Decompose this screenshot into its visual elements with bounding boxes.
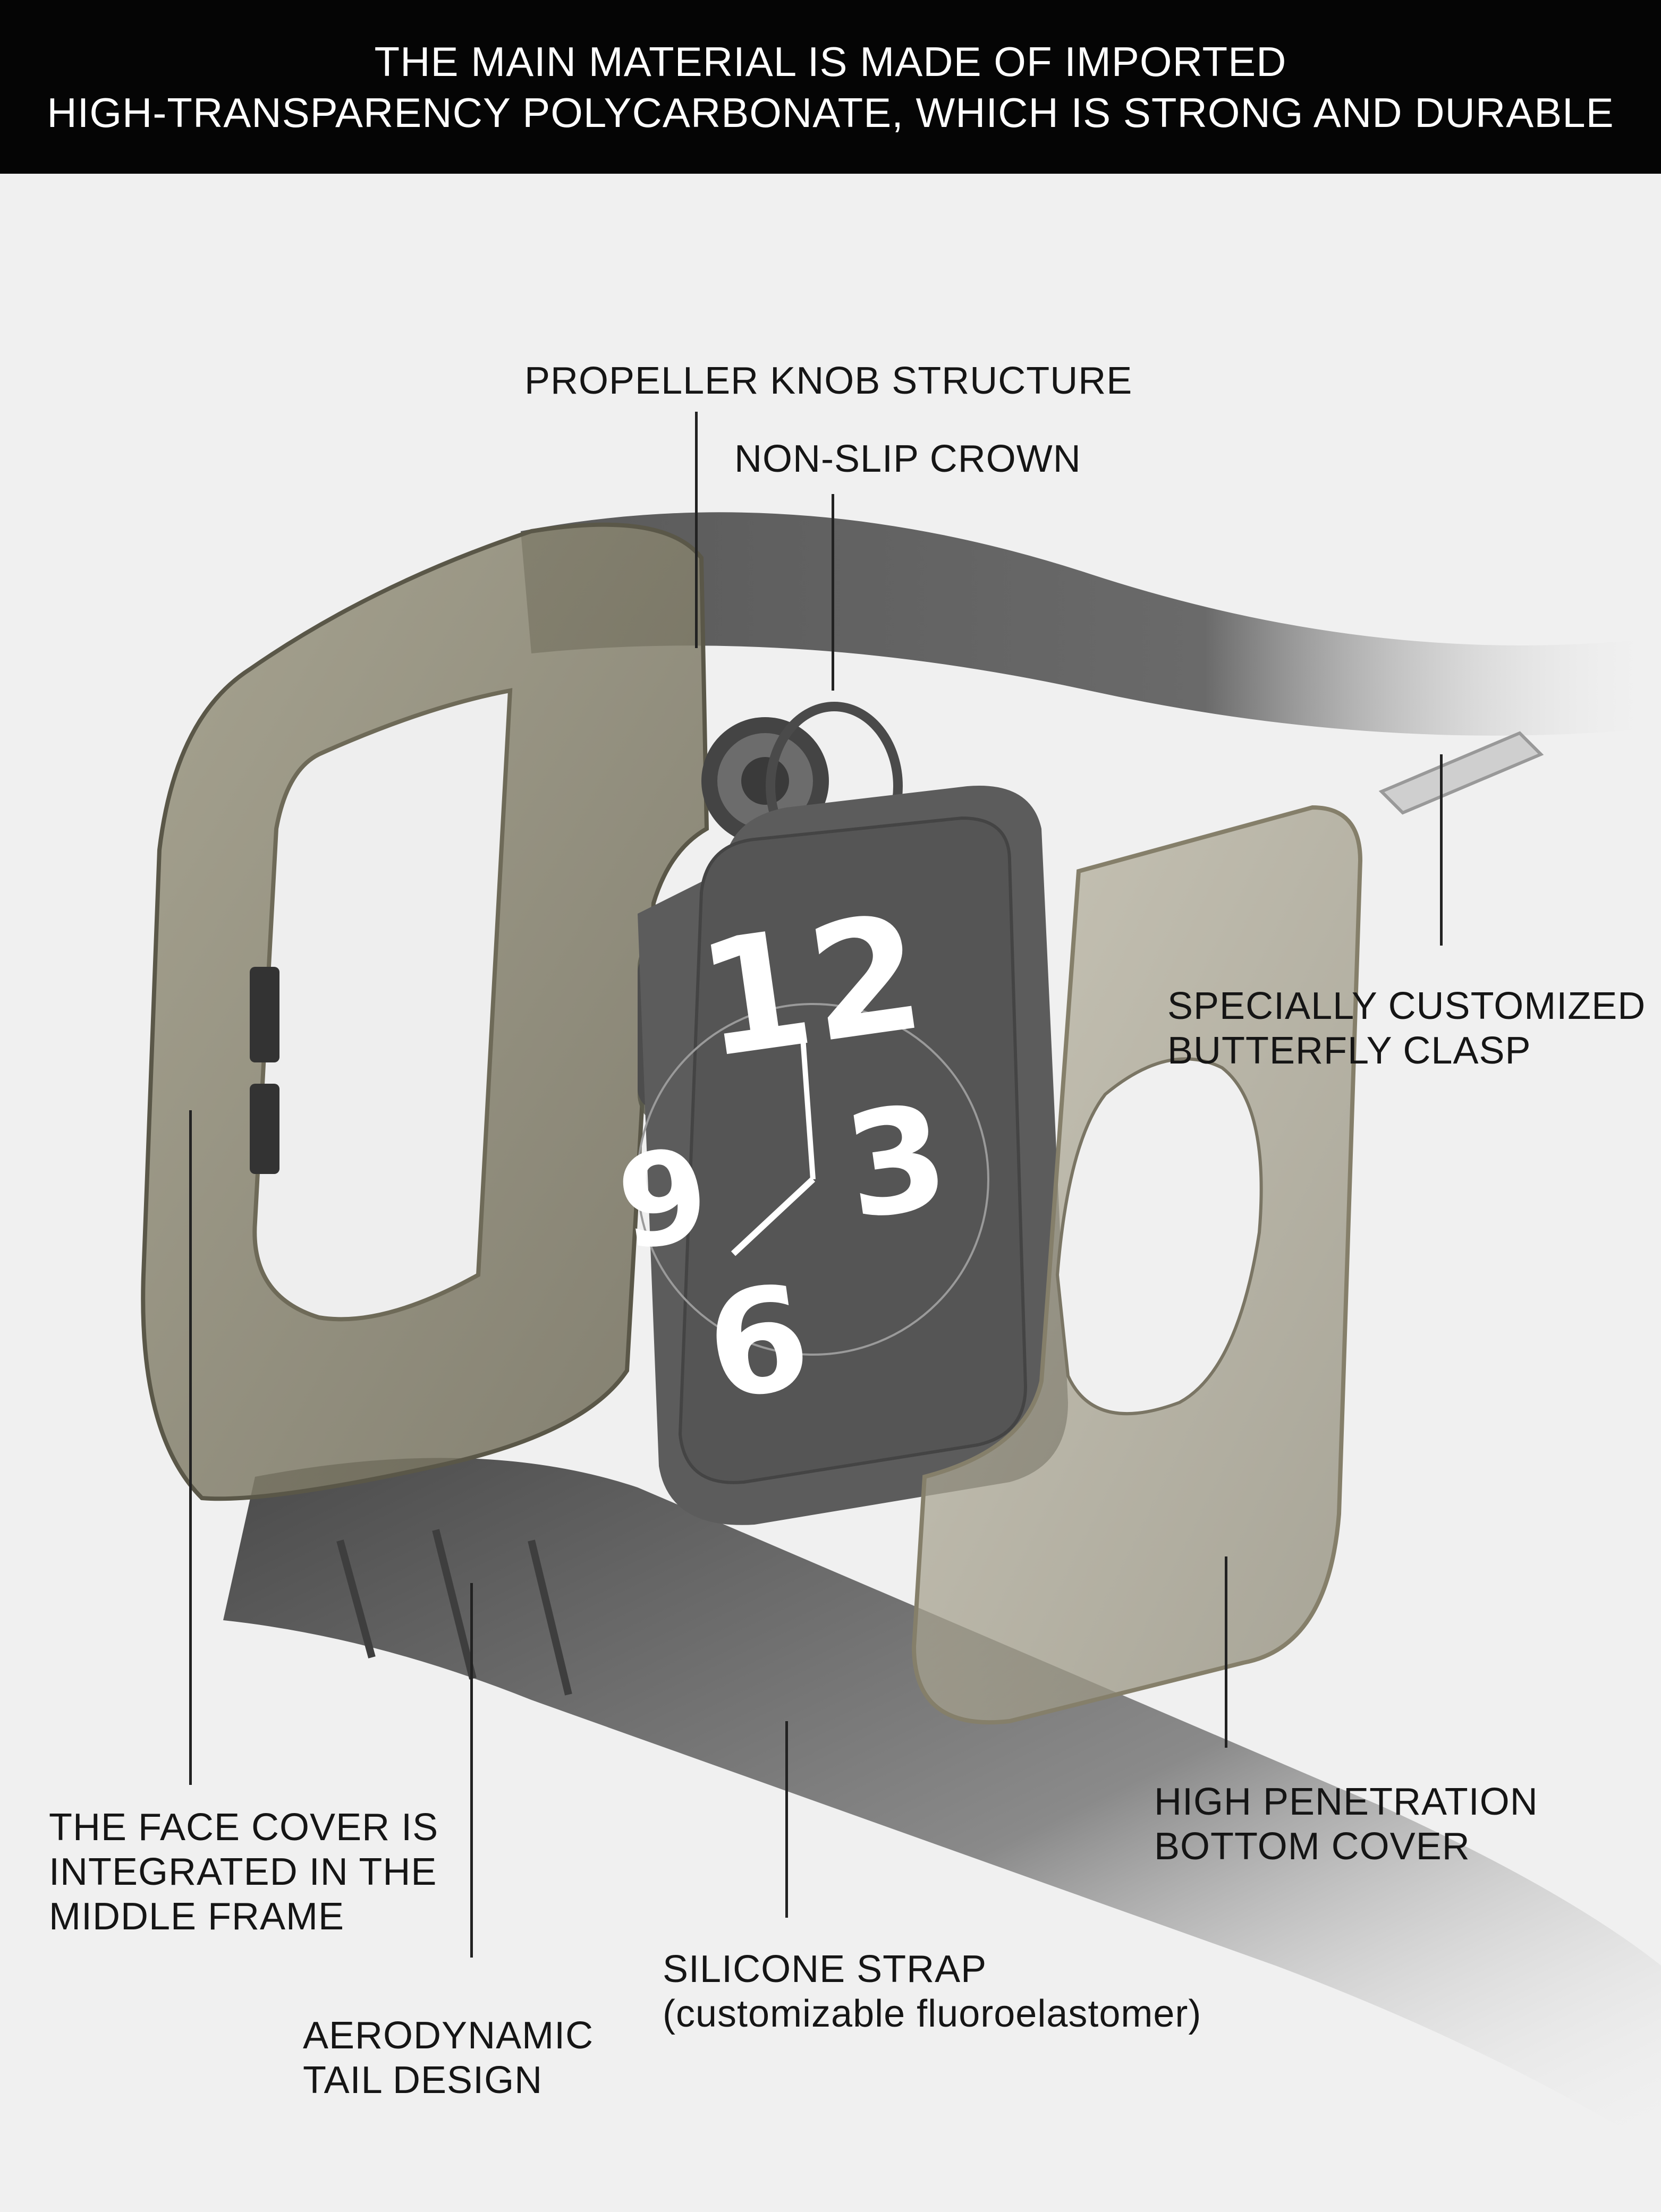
upper-strap <box>521 512 1661 736</box>
label-butterfly-clasp: SPECIALLY CUSTOMIZED BUTTERFLY CLASP <box>1167 984 1646 1073</box>
label-strap-line-1: SILICONE STRAP <box>663 1948 987 1990</box>
label-tail-line-1: AERODYNAMIC <box>303 2014 594 2057</box>
label-tail-line-2: TAIL DESIGN <box>303 2059 543 2102</box>
label-face-line-3: MIDDLE FRAME <box>49 1895 345 1938</box>
label-bottom-cover: HIGH PENETRATION BOTTOM COVER <box>1154 1780 1538 1869</box>
label-strap-line-2: (customizable fluoroelastomer) <box>663 1993 1202 2035</box>
header-line-1: THE MAIN MATERIAL IS MADE OF IMPORTED <box>374 38 1287 85</box>
label-face-cover: THE FACE COVER IS INTEGRATED IN THE MIDD… <box>49 1805 438 1939</box>
label-propeller-text: PROPELLER KNOB STRUCTURE <box>524 360 1133 402</box>
side-slot-1 <box>250 967 279 1062</box>
numeral-3: 3 <box>835 1072 957 1252</box>
lower-strap <box>223 1458 1661 2151</box>
leader-face-cover <box>189 1110 192 1785</box>
middle-frame-window <box>252 688 513 1322</box>
numeral-12: 12 <box>688 880 934 1094</box>
numeral-9: 9 <box>609 1120 717 1280</box>
label-face-line-1: THE FACE COVER IS <box>49 1806 439 1849</box>
label-clasp-line-2: BUTTERFLY CLASP <box>1167 1030 1531 1072</box>
label-crown-text: NON-SLIP CROWN <box>734 438 1081 480</box>
strap-ridges <box>336 1529 572 1696</box>
label-clasp-line-1: SPECIALLY CUSTOMIZED <box>1167 985 1646 1027</box>
watch-body <box>637 786 1068 1525</box>
header-banner: THE MAIN MATERIAL IS MADE OF IMPORTED HI… <box>0 0 1661 174</box>
leader-crown <box>832 494 834 691</box>
leader-strap <box>785 1721 788 1918</box>
label-tail-design: AERODYNAMIC TAIL DESIGN <box>303 2013 594 2103</box>
exploded-watch-illustration: 12 3 6 9 <box>141 512 1661 2151</box>
bottom-cover-window <box>1055 1057 1263 1416</box>
leader-clasp <box>1440 754 1443 946</box>
butterfly-clasp <box>1378 731 1544 815</box>
numeral-6: 6 <box>697 1253 819 1432</box>
label-bottom-line-1: HIGH PENETRATION <box>1154 1781 1538 1823</box>
header-line-2: HIGH-TRANSPARENCY POLYCARBONATE, WHICH I… <box>47 89 1614 136</box>
label-bottom-line-2: BOTTOM COVER <box>1154 1825 1470 1868</box>
label-crown: NON-SLIP CROWN <box>734 437 1081 481</box>
label-face-line-2: INTEGRATED IN THE <box>49 1851 437 1893</box>
leader-propeller <box>695 412 698 648</box>
label-propeller: PROPELLER KNOB STRUCTURE <box>524 359 1132 403</box>
leader-bottom-cover <box>1225 1556 1227 1748</box>
side-slot-2 <box>250 1084 279 1174</box>
leader-tail <box>470 1583 473 1958</box>
label-silicone-strap: SILICONE STRAP (customizable fluoroelast… <box>663 1947 1201 2036</box>
